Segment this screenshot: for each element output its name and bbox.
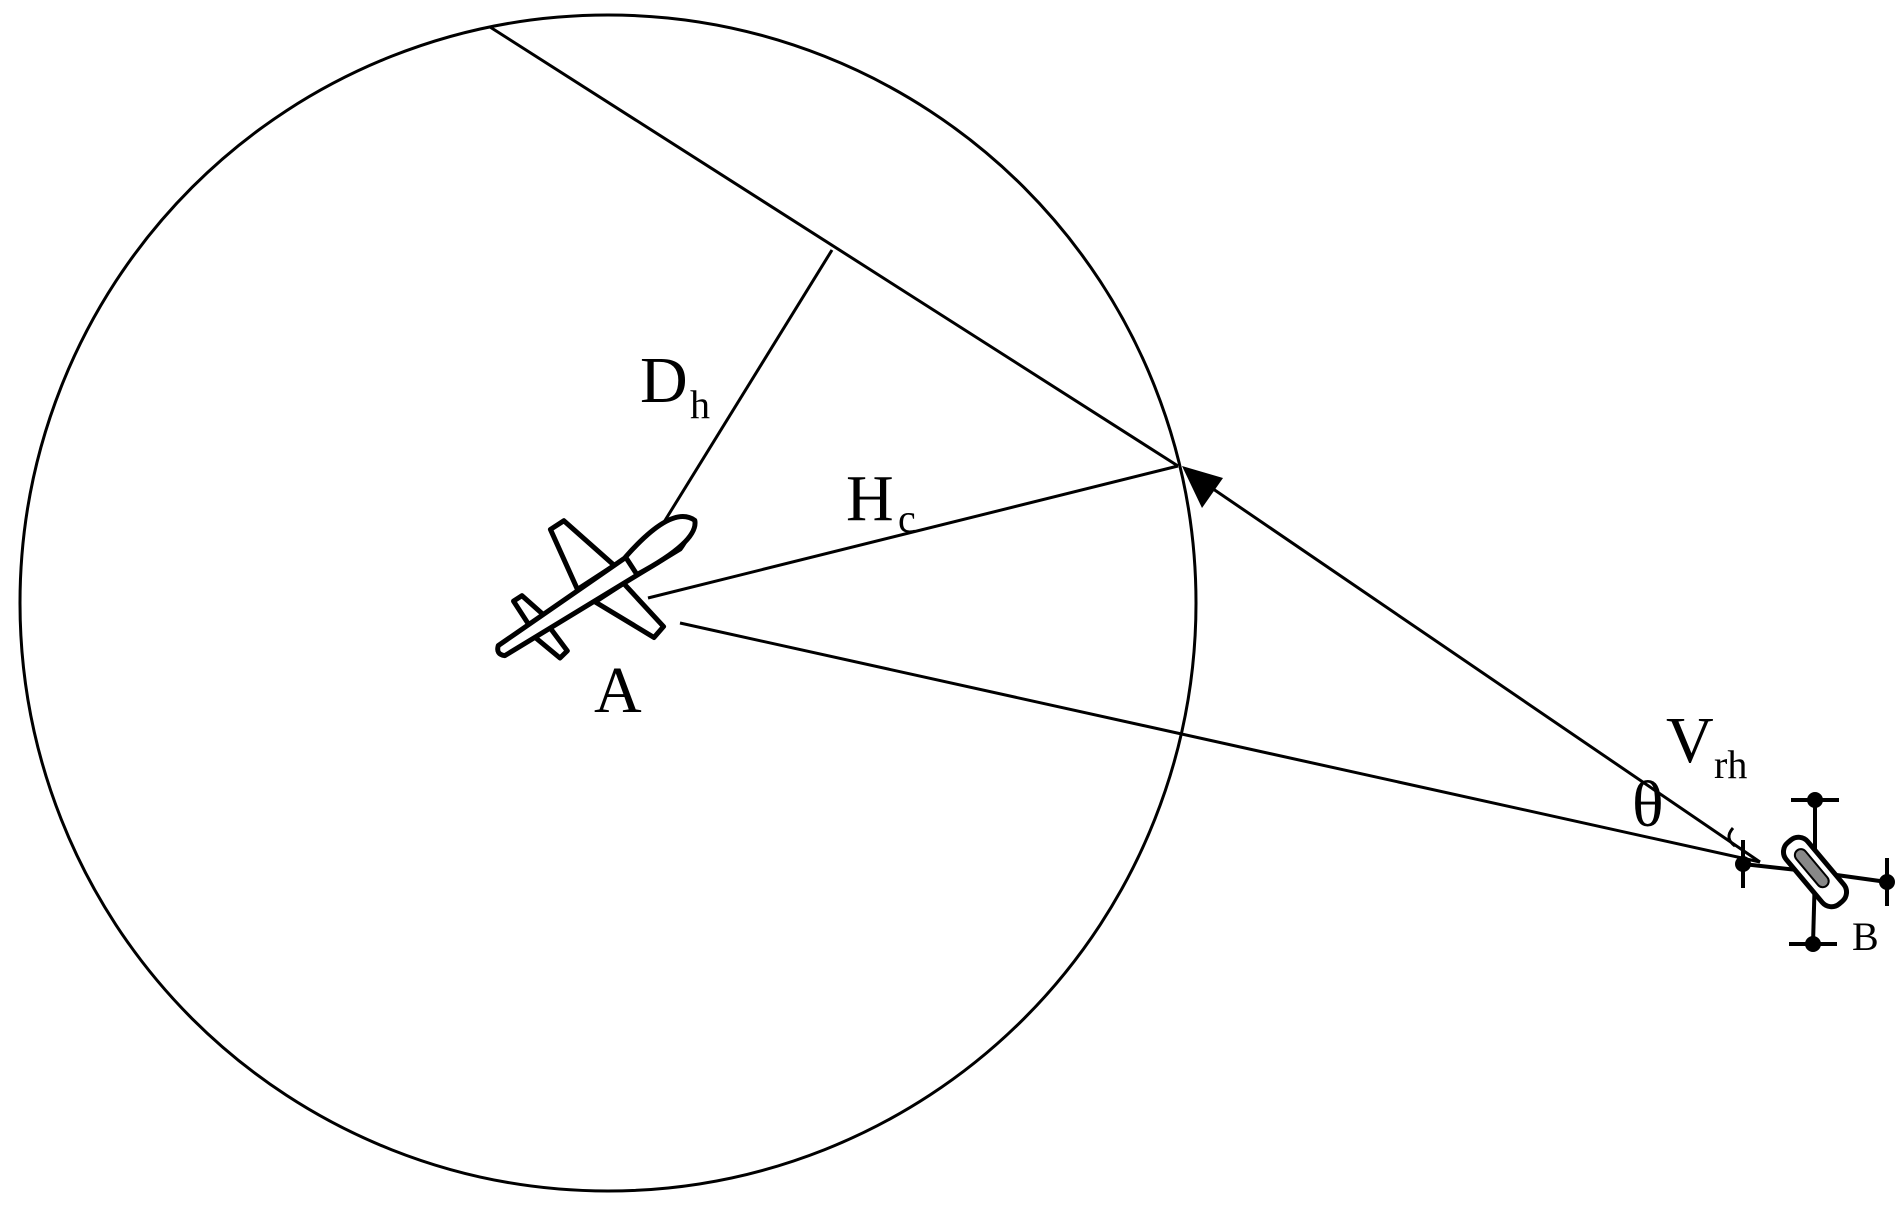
dh-line bbox=[646, 249, 834, 549]
vrh-arrowhead bbox=[1182, 466, 1223, 508]
point-b-label: B bbox=[1852, 914, 1879, 959]
protection-circle bbox=[18, 13, 1198, 1193]
point-a-label: A bbox=[594, 654, 642, 727]
ab-line bbox=[679, 621, 1761, 864]
quadcopter-icon bbox=[1735, 792, 1895, 952]
vrh-label: V bbox=[1666, 704, 1714, 777]
hc-line bbox=[647, 464, 1179, 600]
airplane-icon bbox=[495, 514, 698, 661]
hc-label: H bbox=[846, 462, 894, 535]
hc-label-subscript: c bbox=[898, 496, 916, 541]
theta-label: θ bbox=[1632, 768, 1664, 841]
theta-arc bbox=[1727, 826, 1736, 848]
vrh-label-subscript: rh bbox=[1714, 742, 1747, 787]
vrh-vector bbox=[1199, 478, 1761, 864]
tangent-line bbox=[489, 25, 1179, 468]
dh-label: D bbox=[640, 344, 688, 417]
dh-label-subscript: h bbox=[690, 382, 710, 427]
